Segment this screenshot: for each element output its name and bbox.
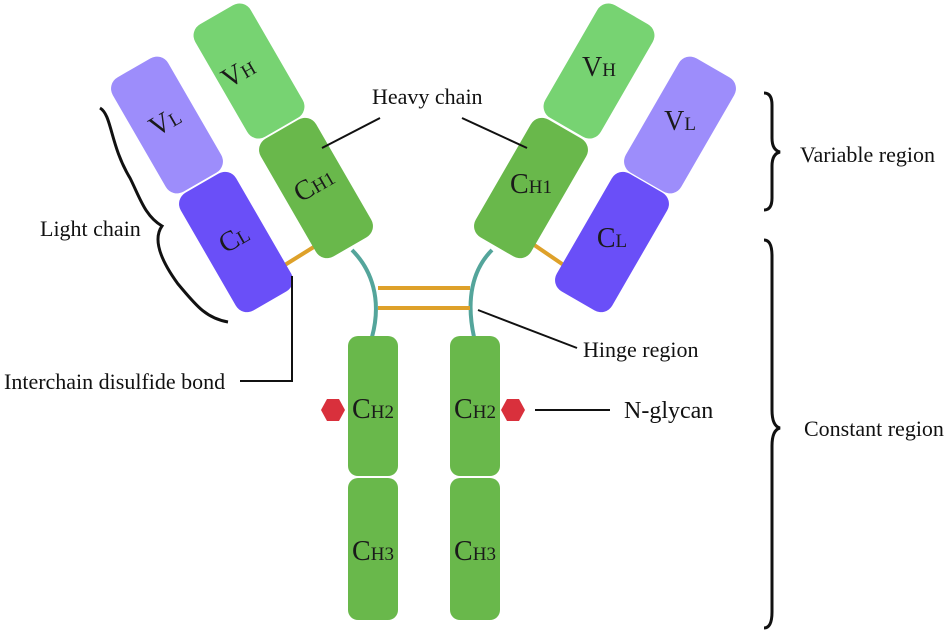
light-chain-label: Light chain [40,216,141,241]
variable-region-brace [763,91,781,212]
hinge-region-label: Hinge region [583,337,698,362]
light-chain-bracket [99,106,229,324]
n-glycan-label: N-glycan [624,398,713,424]
heavy-chain-label: Heavy chain [372,84,483,109]
vl-right: VL [624,56,736,194]
disulfide-leader [240,276,293,382]
ch1-left: CH1 [259,117,373,259]
cl-left: CL [179,171,293,313]
svg-text:CH1: CH1 [510,169,552,200]
hinge-region-leader [477,309,578,349]
vl-left: VL [111,56,223,194]
vh-right: VH [543,3,655,139]
n-glycan-left-icon [321,399,345,421]
ch2-right: CH2 [450,336,500,476]
cl-right: CL [555,171,669,313]
heavy-chain-leader-right [461,117,528,149]
svg-text:CH3: CH3 [454,536,496,567]
constant-region-label: Constant region [804,416,944,441]
variable-region-label: Variable region [800,142,935,167]
ch3-left: CH3 [348,478,398,620]
ch1-right: CH1 [474,117,588,259]
svg-text:VL: VL [664,106,696,137]
vh-left: VH [193,3,305,139]
svg-text:CL: CL [597,223,627,254]
hinge-left [350,248,378,338]
svg-text:CH2: CH2 [454,394,496,425]
interchain-disulfide-bond-label: Interchain disulfide bond [4,369,225,394]
n-glycan-right-icon [501,399,525,421]
svg-text:CH3: CH3 [352,536,394,567]
svg-text:CH2: CH2 [352,394,394,425]
heavy-chain-leader-left [321,117,381,149]
constant-region-brace [763,238,781,630]
ch3-right: CH3 [450,478,500,620]
hinge-right [468,248,494,338]
svg-text:VH: VH [582,52,616,83]
ch2-left: CH2 [348,336,398,476]
